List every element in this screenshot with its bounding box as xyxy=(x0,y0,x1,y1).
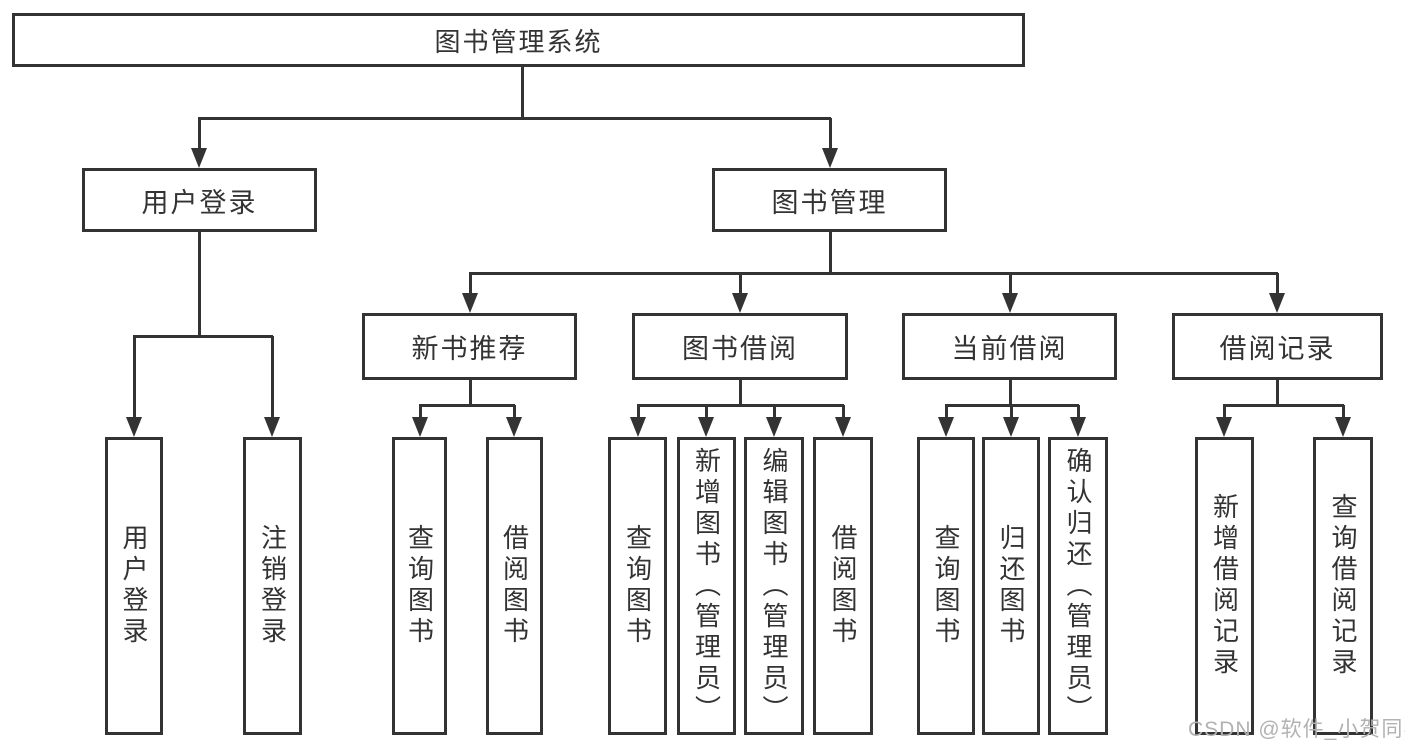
node-label: 查询图书 xyxy=(404,524,435,648)
node-label: 新增借阅记录 xyxy=(1209,493,1240,679)
connector-vertical-line xyxy=(521,66,524,120)
arrow-down-icon xyxy=(938,417,954,437)
connector-vertical-line xyxy=(1276,380,1279,407)
node-label: 归还图书 xyxy=(996,524,1026,648)
connector-arrow-stem xyxy=(705,405,708,419)
arrow-down-icon xyxy=(506,417,522,437)
arrow-down-icon xyxy=(462,293,478,313)
connector-arrow-stem xyxy=(1223,405,1226,419)
node-current-borrowing: 当前借阅 xyxy=(902,313,1117,380)
connector-arrow-stem xyxy=(1276,273,1279,295)
connector-arrow-stem xyxy=(842,405,845,419)
node-label: 用户登录 xyxy=(119,524,149,648)
arrow-down-icon xyxy=(191,148,207,168)
watermark: CSDN @软件_小贺同学 xyxy=(1188,718,1405,741)
connector-arrow-stem xyxy=(271,336,274,419)
node-add-book-admin: 新增图书（管理员） xyxy=(677,437,736,735)
connector-arrow-stem xyxy=(133,336,136,419)
node-label: 查询图书 xyxy=(931,524,961,648)
node-label: 查询借阅记录 xyxy=(1328,493,1358,679)
connector-horizontal-line xyxy=(198,117,831,120)
arrow-down-icon xyxy=(1003,417,1019,437)
node-add-borrow-record: 新增借阅记录 xyxy=(1195,437,1254,735)
node-confirm-return-admin: 确认归还（管理员） xyxy=(1048,437,1108,735)
arrow-down-icon xyxy=(412,417,428,437)
node-label: 用户登录 xyxy=(141,187,258,218)
node-label: 图书借阅 xyxy=(682,334,798,364)
arrow-down-icon xyxy=(1070,417,1086,437)
connector-arrow-stem xyxy=(1077,405,1080,419)
connector-vertical-line xyxy=(829,232,832,275)
node-query-borrow-record: 查询借阅记录 xyxy=(1313,437,1373,735)
arrow-down-icon xyxy=(766,417,782,437)
connector-arrow-stem xyxy=(419,405,422,419)
node-label: 当前借阅 xyxy=(951,334,1068,364)
arrow-down-icon xyxy=(1269,293,1285,313)
connector-vertical-line xyxy=(739,380,742,407)
node-label: 新书推荐 xyxy=(411,334,528,364)
node-user-login: 用户登录 xyxy=(82,168,317,232)
arrow-down-icon xyxy=(835,417,851,437)
arrow-down-icon xyxy=(1002,293,1018,313)
connector-horizontal-line xyxy=(469,272,1278,275)
connector-arrow-stem xyxy=(829,118,832,150)
node-label: 注销登录 xyxy=(257,524,288,648)
connector-arrow-stem xyxy=(1010,405,1013,419)
node-borrowing-records: 借阅记录 xyxy=(1172,313,1383,380)
node-query-books-borrow: 查询图书 xyxy=(608,437,667,735)
node-book-borrowing: 图书借阅 xyxy=(632,313,848,380)
node-borrow-books-leaf: 借阅图书 xyxy=(813,437,873,735)
connector-arrow-stem xyxy=(637,405,640,419)
arrow-down-icon xyxy=(126,417,142,437)
node-return-book: 归还图书 xyxy=(982,437,1040,735)
node-label: 借阅图书 xyxy=(499,524,530,648)
node-label: 借阅记录 xyxy=(1219,334,1336,364)
node-label: 图书管理 xyxy=(771,187,888,218)
connector-arrow-stem xyxy=(1009,273,1012,295)
arrow-down-icon xyxy=(1335,417,1351,437)
node-book-management: 图书管理 xyxy=(712,168,947,232)
connector-arrow-stem xyxy=(773,405,776,419)
node-query-books-current: 查询图书 xyxy=(917,437,975,735)
connector-horizontal-line xyxy=(637,404,844,407)
node-label: 图书管理系统 xyxy=(434,26,603,57)
connector-arrow-stem xyxy=(1342,405,1345,419)
connector-arrow-stem xyxy=(945,405,948,419)
arrow-down-icon xyxy=(732,293,748,313)
connector-horizontal-line xyxy=(1223,404,1344,407)
arrow-down-icon xyxy=(698,417,714,437)
node-new-book-recommendation: 新书推荐 xyxy=(362,313,577,380)
node-label: 确认归还（管理员） xyxy=(1063,446,1093,726)
node-edit-book-admin: 编辑图书（管理员） xyxy=(744,437,804,735)
connector-vertical-line xyxy=(469,380,472,407)
node-logout-leaf: 注销登录 xyxy=(243,437,302,735)
node-borrow-books-recommend: 借阅图书 xyxy=(486,437,543,735)
connector-horizontal-line xyxy=(133,335,273,338)
node-library-management-system: 图书管理系统 xyxy=(12,13,1025,67)
node-label: 编辑图书（管理员） xyxy=(759,446,789,726)
connector-arrow-stem xyxy=(469,273,472,295)
connector-arrow-stem xyxy=(513,405,516,419)
node-label: 借阅图书 xyxy=(828,524,858,648)
connector-vertical-line xyxy=(198,232,201,338)
node-label: 查询图书 xyxy=(622,524,653,648)
arrow-down-icon xyxy=(822,148,838,168)
arrow-down-icon xyxy=(630,417,646,437)
node-label: 新增图书（管理员） xyxy=(691,446,722,726)
connector-horizontal-line xyxy=(419,404,515,407)
node-query-books-recommend: 查询图书 xyxy=(392,437,447,735)
arrow-down-icon xyxy=(264,417,280,437)
connector-arrow-stem xyxy=(198,118,201,150)
node-user-login-leaf: 用户登录 xyxy=(105,437,163,735)
arrow-down-icon xyxy=(1216,417,1232,437)
connector-vertical-line xyxy=(1009,380,1012,407)
connector-arrow-stem xyxy=(739,273,742,295)
